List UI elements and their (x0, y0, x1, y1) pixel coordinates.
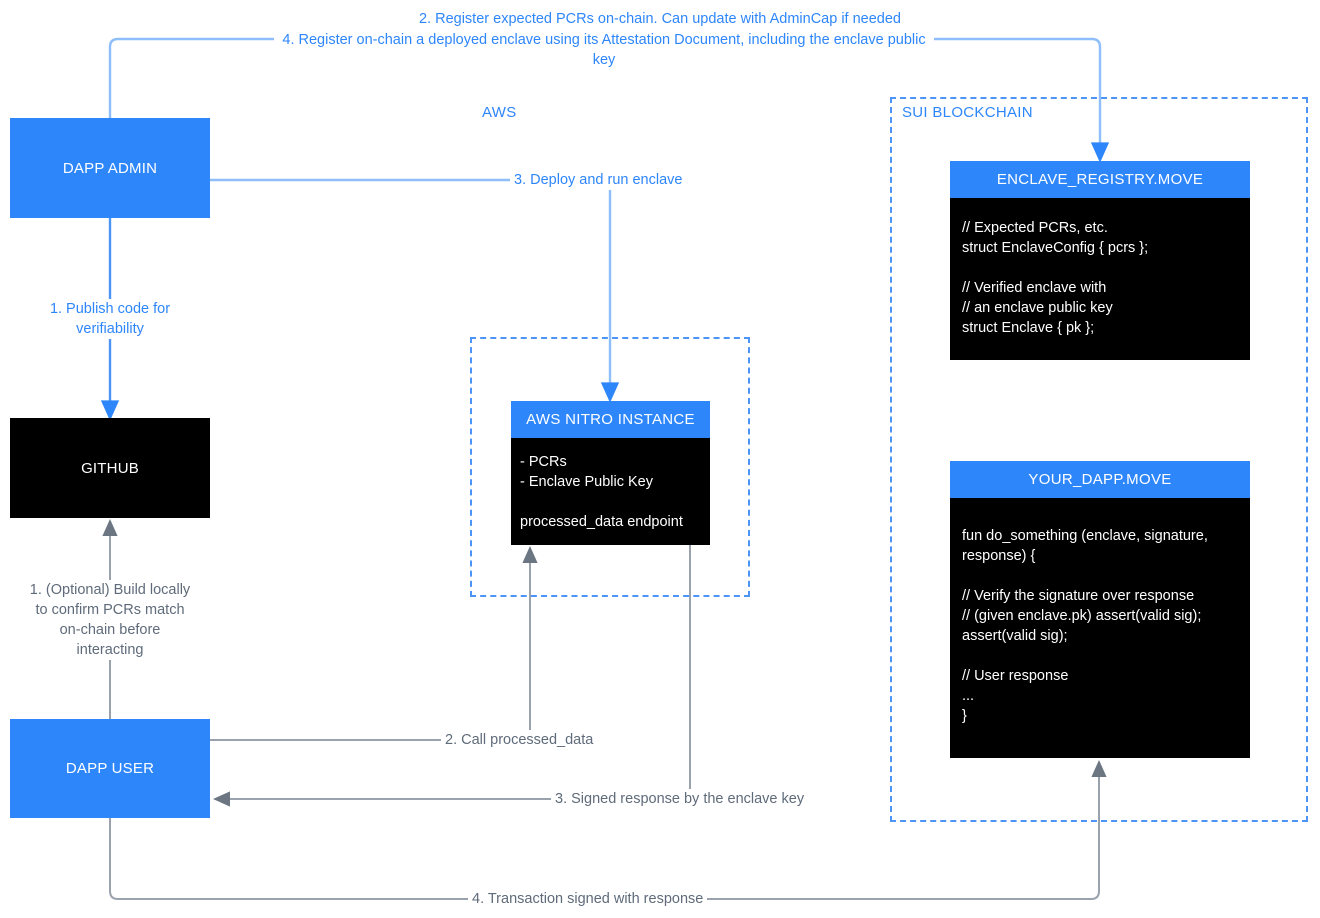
node-github-label: GITHUB (81, 459, 139, 477)
edge-label-optional-build: 1. (Optional) Build locally to confirm P… (22, 580, 198, 660)
card-aws-nitro-instance-body: - PCRs - Enclave Public Key processed_da… (511, 438, 710, 545)
group-aws-label: AWS (478, 104, 521, 121)
node-dapp-admin-label: DAPP ADMIN (62, 159, 158, 177)
edge-label-signed-response: 3. Signed response by the enclave key (551, 789, 809, 809)
node-dapp-admin[interactable]: DAPP ADMIN (10, 118, 210, 218)
card-your-dapp-move-title: YOUR_DAPP.MOVE (950, 461, 1250, 498)
node-dapp-user-label: DAPP USER (65, 760, 155, 777)
card-enclave-registry-move-body: // Expected PCRs, etc. struct EnclaveCon… (950, 198, 1250, 360)
edge-label-register-pcrs: 2. Register expected PCRs on-chain. Can … (322, 9, 998, 29)
card-your-dapp-move-body: fun do_something (enclave, signature, re… (950, 498, 1250, 758)
edge-label-register-enclave: 4. Register on-chain a deployed enclave … (274, 30, 934, 70)
card-aws-nitro-instance[interactable]: AWS NITRO INSTANCE - PCRs - Enclave Publ… (511, 401, 710, 545)
group-aws (470, 337, 750, 597)
card-enclave-registry-move-title: ENCLAVE_REGISTRY.MOVE (950, 161, 1250, 198)
edge-label-transaction-signed: 4. Transaction signed with response (468, 889, 708, 909)
node-github[interactable]: GITHUB (10, 418, 210, 518)
group-sui-blockchain-label: SUI BLOCKCHAIN (898, 104, 1037, 121)
card-aws-nitro-instance-title: AWS NITRO INSTANCE (511, 401, 710, 438)
card-your-dapp-move[interactable]: YOUR_DAPP.MOVE fun do_something (enclave… (950, 461, 1250, 758)
edge-label-call-processed-data: 2. Call processed_data (441, 730, 598, 750)
node-dapp-user[interactable]: DAPP USER (10, 719, 210, 818)
edge-label-deploy-run: 3. Deploy and run enclave (510, 170, 687, 190)
group-sui-blockchain (890, 97, 1308, 822)
card-enclave-registry-move[interactable]: ENCLAVE_REGISTRY.MOVE // Expected PCRs, … (950, 161, 1250, 360)
edge-label-publish-code: 1. Publish code for verifiability (24, 299, 196, 339)
